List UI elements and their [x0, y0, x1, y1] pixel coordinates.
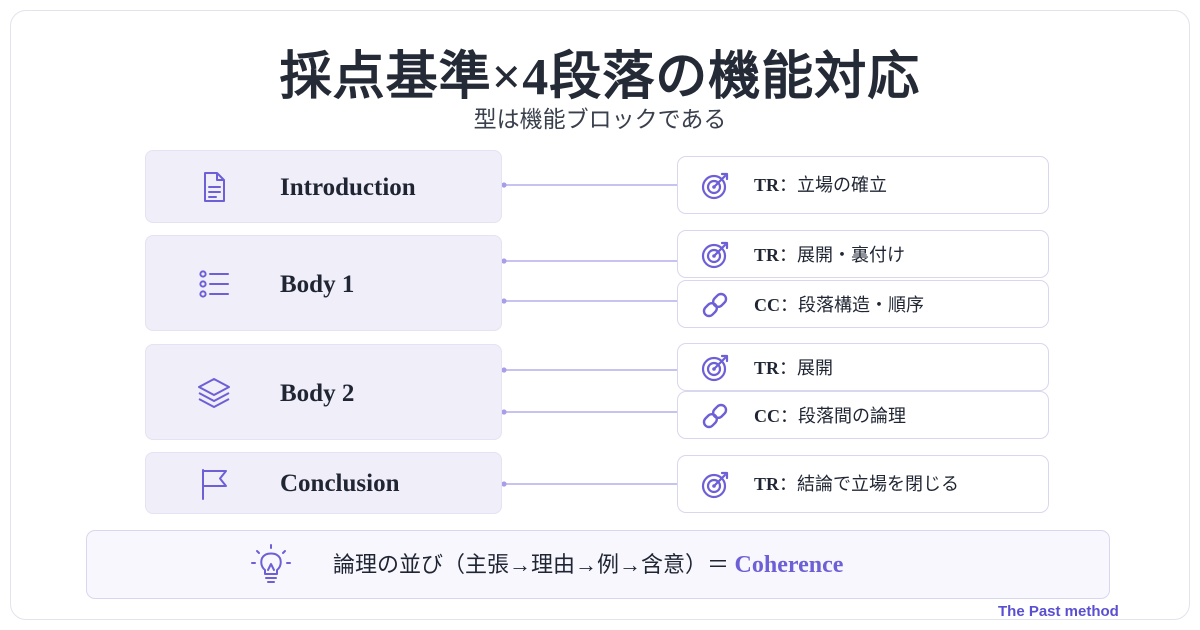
brand-label: The Past method — [998, 603, 1119, 620]
criterion-code: TR — [754, 175, 780, 195]
section-conclusion: Conclusion — [145, 452, 502, 514]
section-label: Introduction — [280, 174, 416, 201]
criterion-code: CC — [754, 406, 780, 426]
criterion-tr-development: TR：展開・裏付け — [677, 230, 1049, 278]
section-label: Conclusion — [280, 470, 400, 497]
coherence-highlight: Coherence — [734, 552, 844, 578]
page-title: 採点基準×4段落の機能対応 — [279, 49, 921, 106]
criterion-tr-conclusion: TR：結論で立場を閉じる — [677, 455, 1049, 513]
page-subtitle: 型は機能ブロックである — [473, 107, 727, 132]
section-body-2: Body 2 — [145, 344, 502, 440]
criterion-label: TR：展開・裏付け — [754, 244, 905, 266]
section-label: Body 1 — [280, 271, 355, 298]
criterion-desc: ：結論で立場を閉じる — [779, 474, 960, 494]
target-icon — [701, 172, 729, 200]
target-icon — [701, 241, 729, 269]
coherence-box: 論理の並び（主張→理由→例→含意）＝ Coherence — [86, 530, 1110, 599]
list-icon — [199, 270, 229, 298]
link-icon — [702, 403, 728, 429]
flag-icon — [202, 469, 227, 500]
criterion-code: TR — [754, 245, 780, 265]
criterion-label: TR：結論で立場を閉じる — [754, 473, 959, 495]
lightbulb-icon — [251, 544, 291, 583]
criterion-desc: ：段落間の論理 — [780, 406, 906, 426]
criterion-tr-expansion: TR：展開 — [677, 343, 1049, 391]
criterion-label: TR：展開 — [754, 357, 833, 379]
coherence-sequence: 論理の並び（主張→理由→例→含意）＝ — [333, 552, 735, 577]
criterion-tr-position: TR：立場の確立 — [677, 156, 1049, 214]
layers-icon — [198, 378, 230, 408]
criterion-code: CC — [754, 295, 780, 315]
criterion-desc: ：立場の確立 — [779, 175, 888, 195]
coherence-text: 論理の並び（主張→理由→例→含意）＝ Coherence — [333, 552, 843, 578]
section-label: Body 2 — [280, 380, 355, 407]
section-body-1: Body 1 — [145, 235, 502, 331]
link-icon — [702, 292, 728, 318]
target-icon — [701, 471, 729, 499]
criterion-desc: ：展開 — [779, 358, 834, 378]
target-icon — [701, 354, 729, 382]
criterion-cc-structure: CC：段落構造・順序 — [677, 280, 1049, 328]
criterion-desc: ：展開・裏付け — [779, 245, 906, 265]
section-introduction: Introduction — [145, 150, 502, 223]
criterion-desc: ：段落構造・順序 — [780, 295, 924, 315]
document-icon — [204, 172, 225, 202]
criterion-label: CC：段落構造・順序 — [754, 294, 924, 316]
criterion-code: TR — [754, 358, 780, 378]
criterion-label: TR：立場の確立 — [754, 174, 887, 196]
criterion-code: TR — [754, 474, 780, 494]
criterion-cc-logic: CC：段落間の論理 — [677, 391, 1049, 439]
criterion-label: CC：段落間の論理 — [754, 405, 906, 427]
